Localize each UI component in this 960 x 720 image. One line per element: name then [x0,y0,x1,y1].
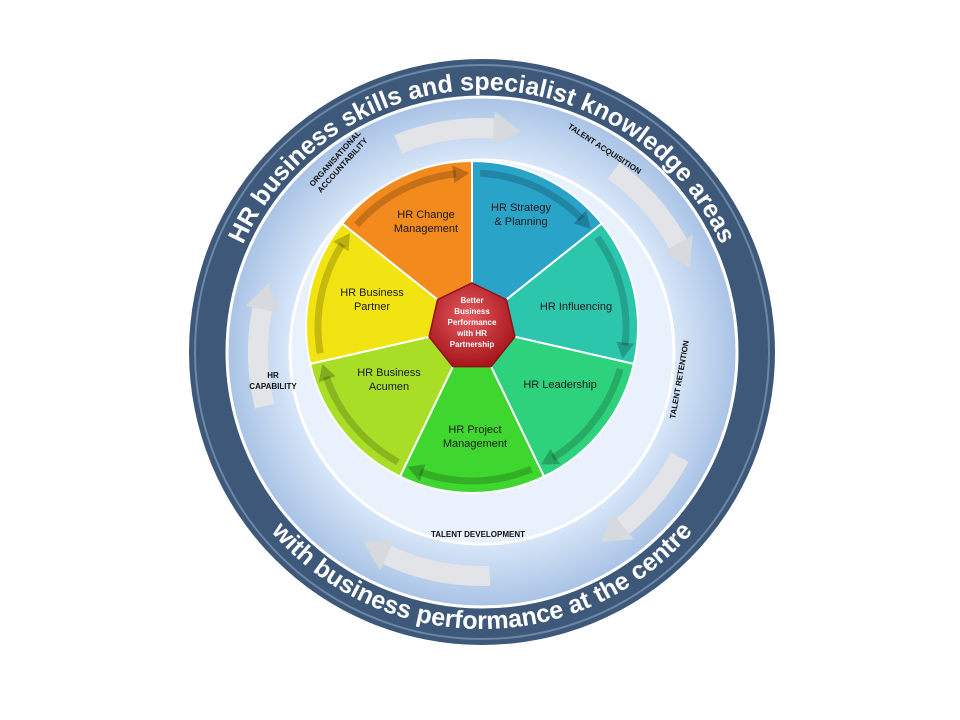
cycle-arrow-body-1 [607,162,689,252]
segment-label-strategy: & Planning [494,216,547,228]
cycle-arrow-head-1 [663,235,693,269]
segment-arrow-strategy [479,169,585,222]
segment-arrowhead-change [452,165,470,184]
segment-strategy [471,159,604,330]
center-line-1: Better [460,296,483,305]
segment-label-change: HR Change [397,209,454,221]
segment-arrow-partner [314,242,346,354]
segment-arrow-influencing [594,235,630,346]
cycle-arrow-head-2 [600,512,634,542]
segment-label-leadership: HR Leadership [523,379,596,391]
center-heptagon [428,282,516,368]
segment-arrowhead-partner [333,233,350,252]
segment-arrow-project [418,465,533,485]
segment-arrowhead-strategy [573,210,591,229]
cycle-arrow-body-3 [379,544,491,586]
segment-arrow-leadership [551,368,624,461]
segment-arrowhead-project [407,464,426,482]
segment-label-project: HR Project [448,424,501,436]
segment-arrowhead-influencing [616,341,635,359]
segment-label-acumen: HR Business [357,367,421,379]
svg-text:CAPABILITY: CAPABILITY [249,382,297,391]
center-line-2: Business [454,307,490,316]
segment-arrowhead-leadership [541,448,561,465]
segment-label-change: Management [394,223,458,235]
label-talent-development: TALENT DEVELOPMENT [431,530,525,539]
segment-label-influencing: HR Influencing [540,301,612,313]
segment-label-partner: Partner [354,301,390,313]
cycle-arrow-body-4 [248,303,275,409]
segment-label-strategy: HR Strategy [491,202,551,214]
center-line-3: Performance [448,318,497,327]
segment-arrow-acumen [322,375,400,466]
segment-acumen [308,325,474,478]
segment-arrow-change [354,170,457,228]
cycle-arrow-head-3 [363,539,395,571]
svg-text:HR: HR [267,371,279,380]
center-hub: Better Business Performance with HR Part… [428,282,516,368]
segment-label-partner: HR Business [340,287,404,299]
cycle-arrow-body-2 [613,452,689,537]
center-line-4: with HR [456,329,487,338]
cycle-arrow-head-4 [245,282,279,313]
segment-wheel: HR Strategy & Planning HR Influencing HR Le… [305,159,639,494]
cycle-arrow-head-0 [492,111,521,146]
segment-arrowhead-acumen [318,363,336,383]
cycle-arrow-body-0 [394,118,499,154]
segment-label-project: Management [443,438,507,450]
center-line-5: Partnership [450,340,495,349]
label-hr-capability: HR CAPABILITY [249,371,297,391]
segment-label-acumen: Acumen [369,381,409,393]
segment-leadership [470,325,636,478]
segment-project [398,324,546,494]
cycle-arrows [245,111,693,586]
segment-change [340,159,473,330]
